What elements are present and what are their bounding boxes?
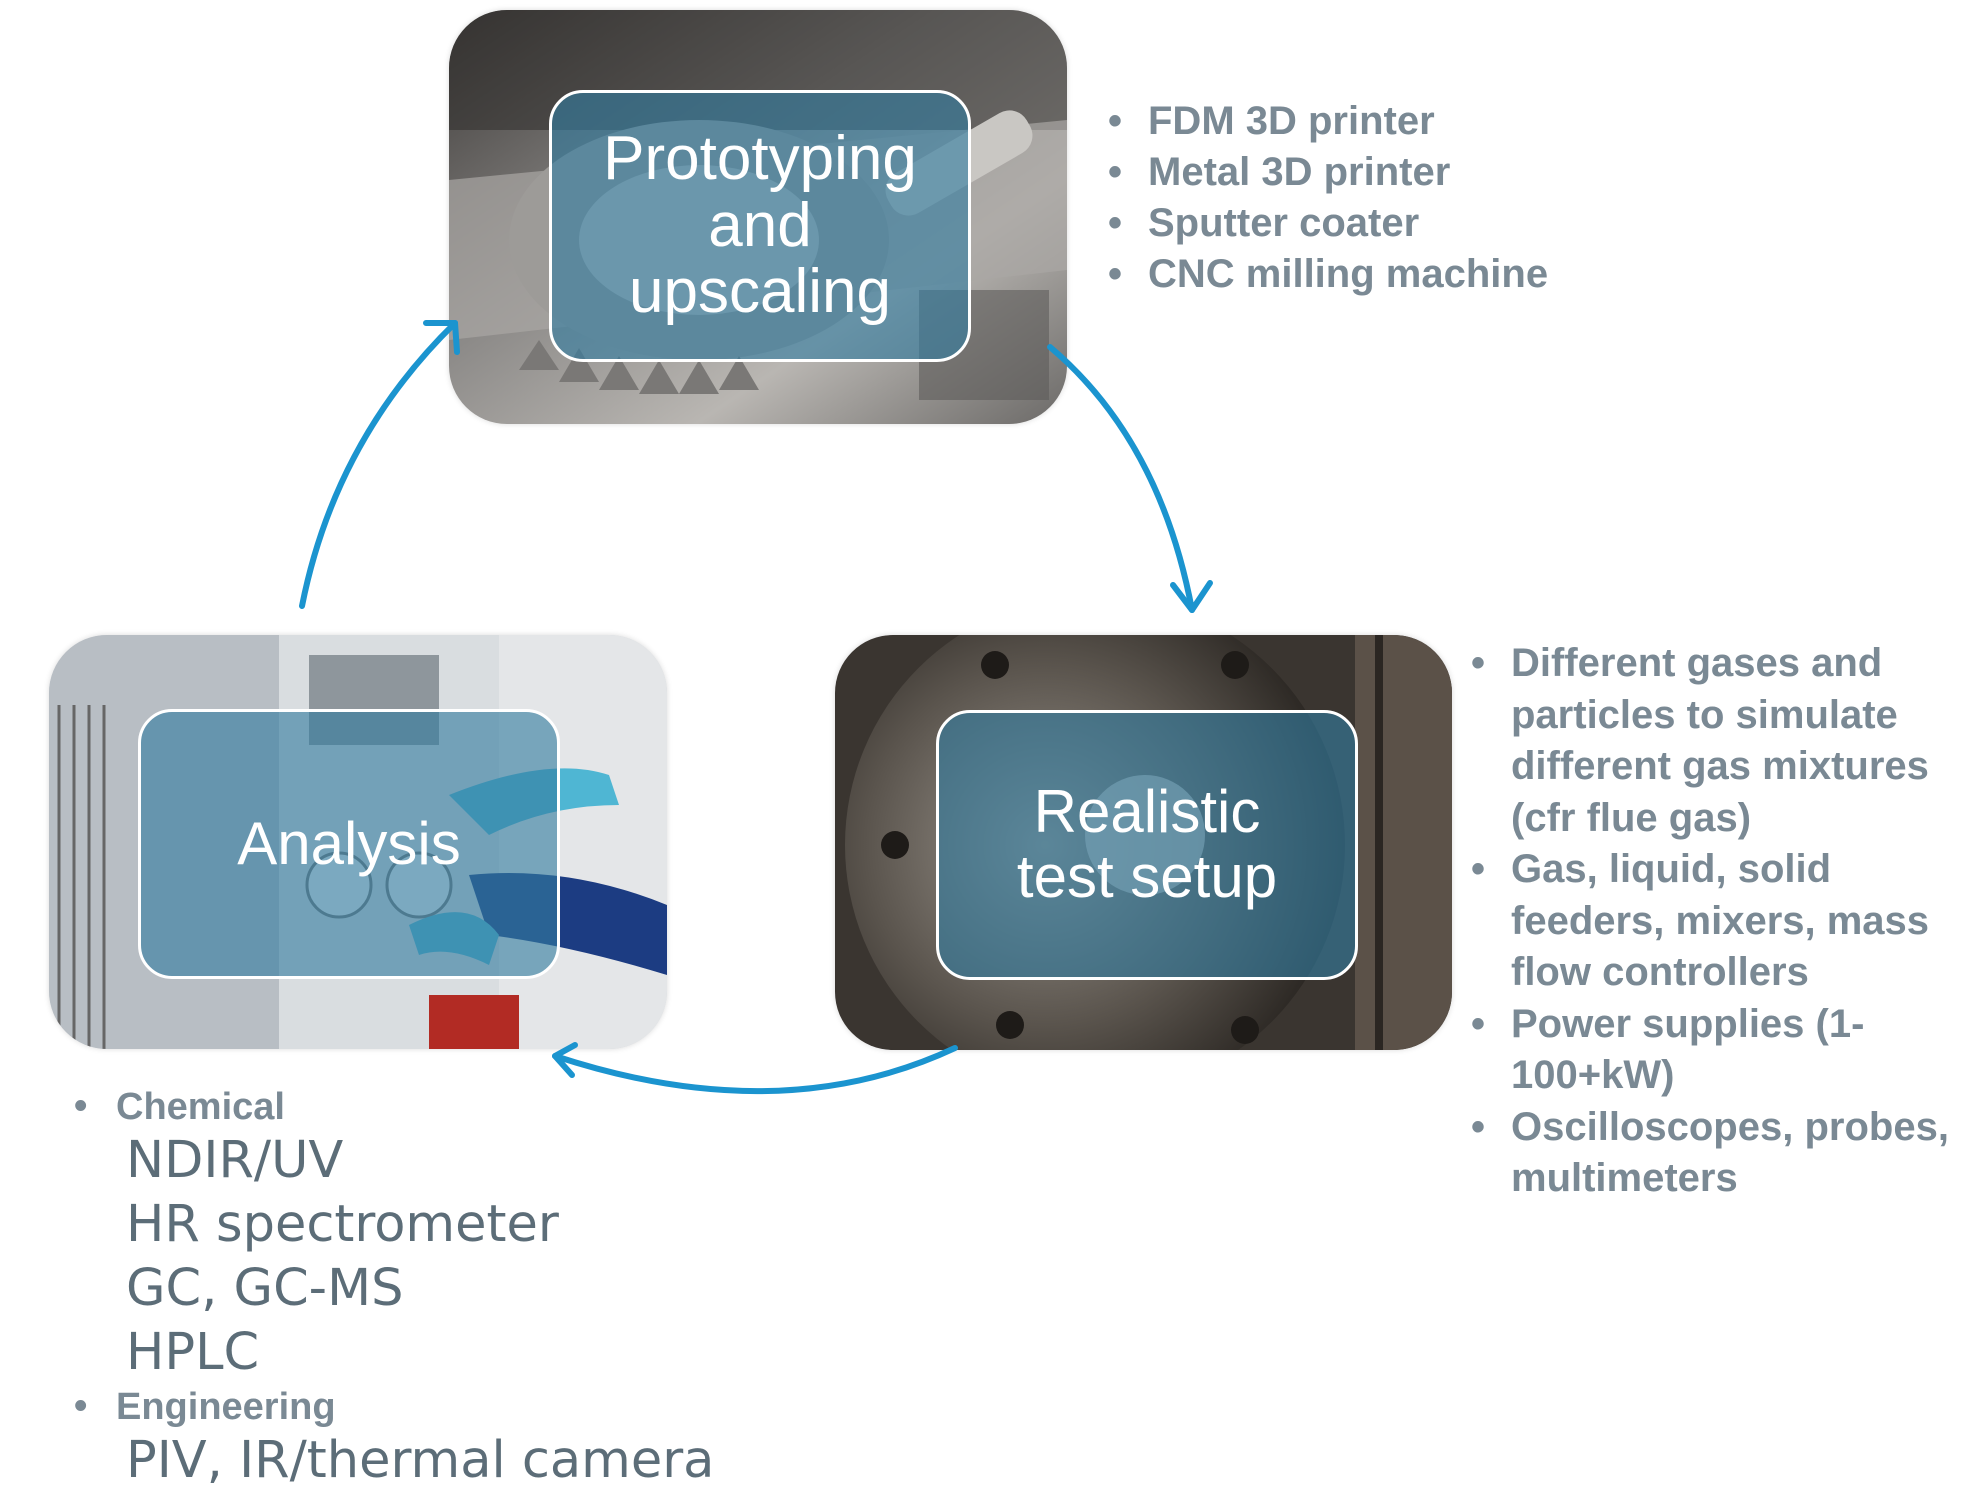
arrow-prototyping-to-test bbox=[1047, 344, 1195, 613]
list-item: Sputter coater bbox=[1108, 198, 1548, 249]
category-label: Chemical bbox=[116, 1086, 285, 1128]
sub-item: GC, GC-MS bbox=[126, 1259, 404, 1318]
category-label: Engineering bbox=[116, 1386, 336, 1428]
list-item: Oscilloscopes, probes, multimeters bbox=[1471, 1102, 1963, 1205]
sub-item: HPLC bbox=[126, 1323, 260, 1382]
arrowhead-analysis bbox=[552, 1042, 578, 1078]
analysis-label: Analysis bbox=[237, 809, 461, 877]
list-item: Different gases and particles to simulat… bbox=[1471, 638, 1963, 844]
list-item-chemical: Chemical NDIR/UV HR spectrometer GC, GC-… bbox=[74, 1085, 714, 1385]
analysis-label-box: Analysis bbox=[138, 709, 560, 979]
list-item: Metal 3D printer bbox=[1108, 147, 1548, 198]
sub-item: NDIR/UV bbox=[126, 1131, 344, 1190]
test-setup-label-box: Realistic test setup bbox=[936, 710, 1358, 980]
analysis-equipment-list: Chemical NDIR/UV HR spectrometer GC, GC-… bbox=[74, 1085, 714, 1493]
prototyping-label-box: Prototyping and upscaling bbox=[549, 90, 971, 362]
test-setup-equipment-list: Different gases and particles to simulat… bbox=[1471, 638, 1963, 1205]
prototyping-label: Prototyping and upscaling bbox=[603, 123, 917, 327]
list-item: Gas, liquid, solid feeders, mixers, mass… bbox=[1471, 844, 1963, 999]
sub-item: PIV, IR/thermal camera bbox=[126, 1431, 715, 1490]
arrowhead-test-setup bbox=[1170, 580, 1213, 613]
list-item: CNC milling machine bbox=[1108, 249, 1548, 300]
arrow-analysis-to-prototyping bbox=[299, 320, 458, 609]
test-setup-label: Realistic test setup bbox=[1016, 778, 1278, 910]
list-item-engineering: Engineering PIV, IR/thermal camera bbox=[74, 1385, 714, 1493]
list-item: FDM 3D printer bbox=[1108, 96, 1548, 147]
prototyping-equipment-list: FDM 3D printer Metal 3D printer Sputter … bbox=[1108, 96, 1548, 300]
sub-item: HR spectrometer bbox=[126, 1195, 559, 1254]
list-item: Power supplies (1-100+kW) bbox=[1471, 999, 1963, 1102]
